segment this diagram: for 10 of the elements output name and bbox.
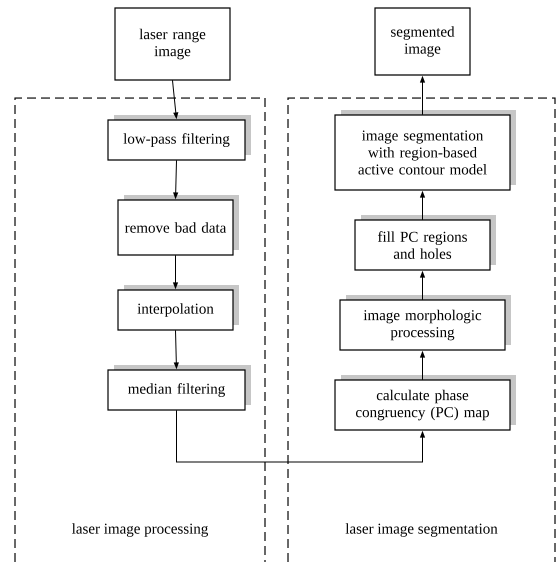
process-box: remove bad data <box>117 195 239 256</box>
process-box: image segmentation with region-based active contour model <box>334 110 516 191</box>
process-box: image morphologic processing <box>339 295 511 351</box>
process-box: interpolation <box>117 285 239 331</box>
process-box: laser range image <box>114 7 231 81</box>
process-box: median filtering <box>107 365 251 411</box>
process-box: low-pass filtering <box>107 115 251 161</box>
process-box: calculate phase congruency (PC) map <box>334 375 516 431</box>
process-box: fill PC regions and holes <box>354 215 496 271</box>
process-box: segmented image <box>374 7 471 76</box>
